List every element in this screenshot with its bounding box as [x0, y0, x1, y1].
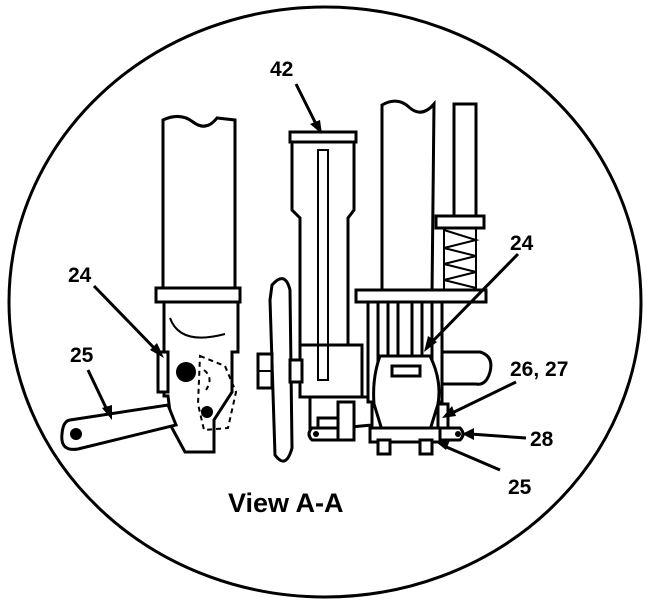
left-collar [154, 286, 242, 304]
callout-42: 42 [270, 58, 293, 81]
center-assembly [256, 130, 374, 463]
left-hidden-outline [196, 354, 238, 432]
arrowhead-25-right [436, 440, 450, 450]
left-arm [60, 403, 179, 451]
leader-24-right [428, 252, 520, 346]
center-bolt [307, 426, 342, 442]
right-rod [452, 102, 478, 218]
callout-28: 28 [530, 428, 554, 451]
arrowhead-26-27 [442, 406, 456, 418]
left-bracket-curve [169, 317, 226, 339]
right-crossbar [440, 350, 493, 386]
center-disc [268, 277, 294, 463]
leader-26-27 [449, 380, 517, 416]
center-hub [298, 343, 364, 399]
right-foot-left [376, 438, 392, 456]
leader-25-right [443, 444, 501, 472]
center-bolt-washer [336, 400, 356, 442]
leader-24-left [92, 284, 160, 354]
leaders [86, 83, 527, 472]
right-plate [354, 288, 488, 304]
right-assembly [354, 99, 493, 456]
arrowhead-24-right [424, 336, 437, 352]
leader-42 [294, 83, 320, 129]
center-bolt-dot [313, 431, 319, 437]
left-pin-small [201, 406, 213, 418]
right-pin-dot [455, 431, 461, 437]
left-pin-large [176, 362, 196, 382]
right-roller-hub [390, 364, 422, 378]
left-side-tab [156, 350, 170, 394]
arrowhead-28 [462, 428, 474, 440]
left-arm-hole [70, 428, 82, 440]
left-post [161, 115, 237, 292]
center-stem [290, 140, 356, 347]
center-slot-lower [317, 344, 329, 381]
left-hidden-arc [203, 369, 211, 391]
callout-25-left: 25 [70, 344, 94, 367]
arrowhead-24-left [150, 343, 164, 358]
right-post [380, 99, 436, 297]
callout-26-27: 26, 27 [510, 358, 568, 381]
callout-24-right: 24 [510, 232, 534, 255]
leader-25-left [86, 369, 110, 413]
callout-25-right: 25 [508, 476, 532, 499]
right-foot-right [418, 438, 434, 456]
leader-28 [469, 432, 527, 440]
left-assembly [60, 115, 242, 454]
arrowhead-25-left [102, 405, 112, 420]
spring [443, 227, 480, 291]
arrowhead-42 [310, 120, 322, 134]
spring-cap [434, 214, 486, 230]
view-title: View A-A [228, 488, 344, 518]
view-border-circle [7, 5, 643, 599]
center-axle [288, 358, 304, 384]
left-bracket [162, 300, 240, 454]
right-pin [438, 426, 465, 442]
callout-24-left: 24 [68, 264, 92, 287]
